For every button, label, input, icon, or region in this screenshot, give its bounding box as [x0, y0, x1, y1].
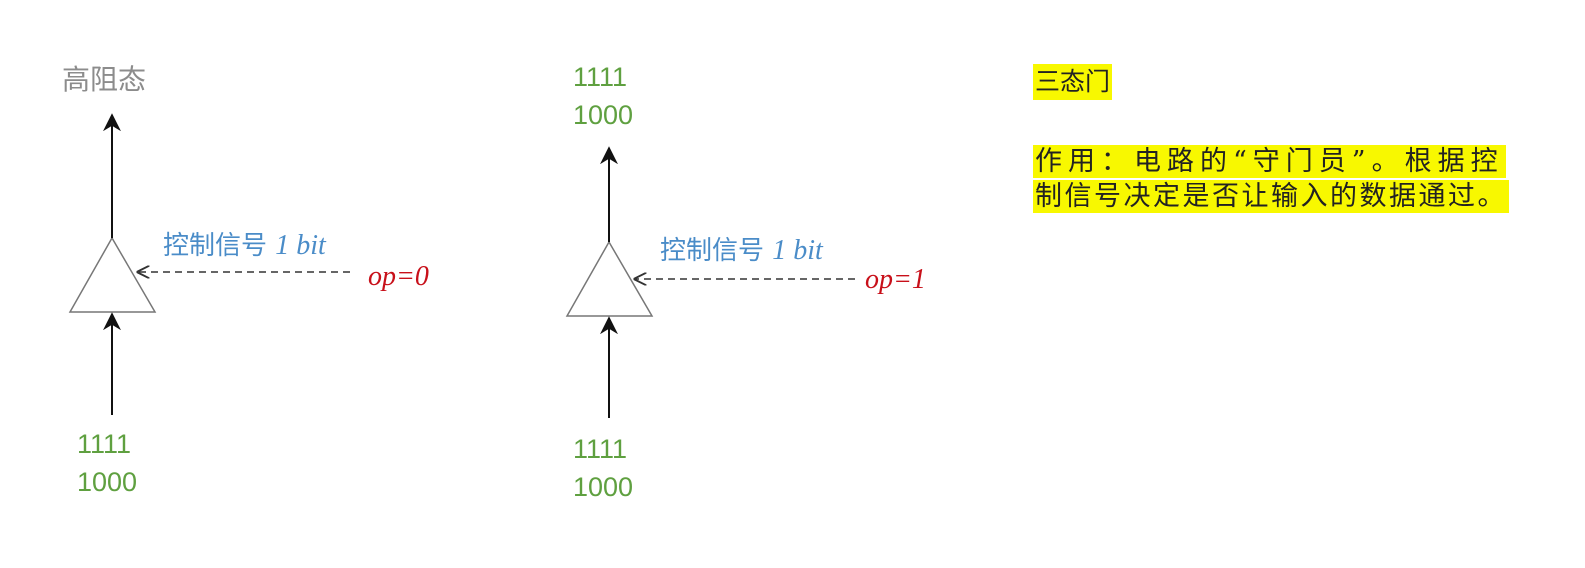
input-value-left-2: 1000 [77, 467, 138, 497]
control-signal-text: 控制信号 [163, 231, 268, 261]
input-value-right-1: 1111 [573, 434, 628, 464]
tristate-buffer-right [565, 240, 654, 317]
input-value-right-2: 1000 [573, 472, 634, 502]
op-label-right: op=1 [865, 264, 926, 295]
control-bits: 1 bit [275, 230, 326, 261]
control-signal-label-left: 控制信号 1 bit [163, 232, 326, 260]
control-bits: 1 bit [772, 235, 823, 266]
op-label-left: op=0 [368, 261, 429, 292]
notes-line-2: 制信号决定是否让输入的数据通过。 [1033, 180, 1509, 213]
control-signal-text: 控制信号 [660, 236, 765, 266]
output-value-right-1: 1111 [573, 62, 628, 92]
input-value-left-1: 1111 [77, 429, 132, 459]
tristate-buffer-left [68, 236, 157, 313]
notes-title: 三态门 [1033, 64, 1113, 100]
control-signal-label-right: 控制信号 1 bit [660, 237, 823, 265]
notes-line-1: 作用：电路的“守门员”。根据控 [1033, 145, 1506, 178]
output-value-right-2: 1000 [573, 100, 634, 130]
high-impedance-label: 高阻态 [62, 63, 147, 96]
